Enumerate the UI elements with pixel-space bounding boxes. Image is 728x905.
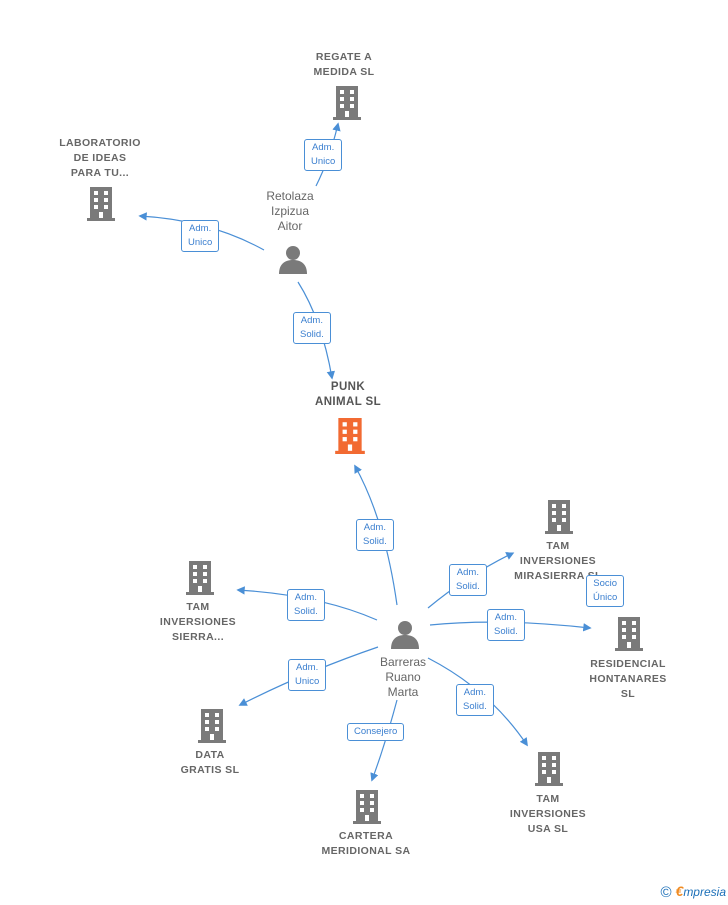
building-icon[interactable] [87,187,115,221]
relation-badge[interactable]: Adm. Unico [304,139,343,171]
focus-building-icon[interactable] [335,418,365,454]
relation-badge[interactable]: Adm. Unico [181,220,220,252]
brand-logo-text: mpresia [683,885,726,899]
relation-badge[interactable]: Socio Único [586,575,625,607]
edge-barreras-cartera [370,699,398,782]
building-icon[interactable] [545,500,573,534]
brand-logo: ©€mpresia [660,883,726,901]
building-icon[interactable] [353,790,381,824]
person-icon[interactable] [391,621,419,649]
node-punk-label[interactable]: PUNK ANIMAL SL [315,381,381,408]
relation-badge[interactable]: Adm. Solid. [356,519,394,551]
person-icon[interactable] [279,246,307,274]
building-icon[interactable] [333,86,361,120]
copyright-icon: © [660,884,672,901]
node-regate-label[interactable]: REGATE A MEDIDA SL [313,51,375,78]
node-cartera-label[interactable]: CARTERA MERIDIONAL SA [321,830,411,857]
building-icon[interactable] [615,617,643,651]
building-icon[interactable] [535,752,563,786]
brand-logo-letter: € [675,883,684,899]
relation-badge[interactable]: Adm. Solid. [449,564,487,596]
relation-badge[interactable]: Adm. Unico [288,659,327,691]
relation-badge[interactable]: Adm. Solid. [293,312,331,344]
node-laboratorio-label[interactable]: LABORATORIO DE IDEAS PARA TU... [59,137,141,179]
node-tam-sierra-label[interactable]: TAM INVERSIONES SIERRA... [159,601,237,643]
relation-badge[interactable]: Adm. Solid. [487,609,525,641]
node-data-gratis-label[interactable]: DATA GRATIS SL [180,749,240,776]
building-icon[interactable] [198,709,226,743]
node-retolaza-label[interactable]: Retolaza Izpizua Aitor [266,189,314,233]
building-icon[interactable] [186,561,214,595]
node-residencial-label[interactable]: RESIDENCIAL HONTANARES SL [589,658,667,700]
relation-badge[interactable]: Adm. Solid. [287,589,325,621]
relation-badge[interactable]: Consejero [347,723,405,741]
relation-badge[interactable]: Adm. Solid. [456,684,494,716]
node-barreras-label[interactable]: Barreras Ruano Marta [379,655,426,699]
node-tam-usa-label[interactable]: TAM INVERSIONES USA SL [509,793,587,835]
